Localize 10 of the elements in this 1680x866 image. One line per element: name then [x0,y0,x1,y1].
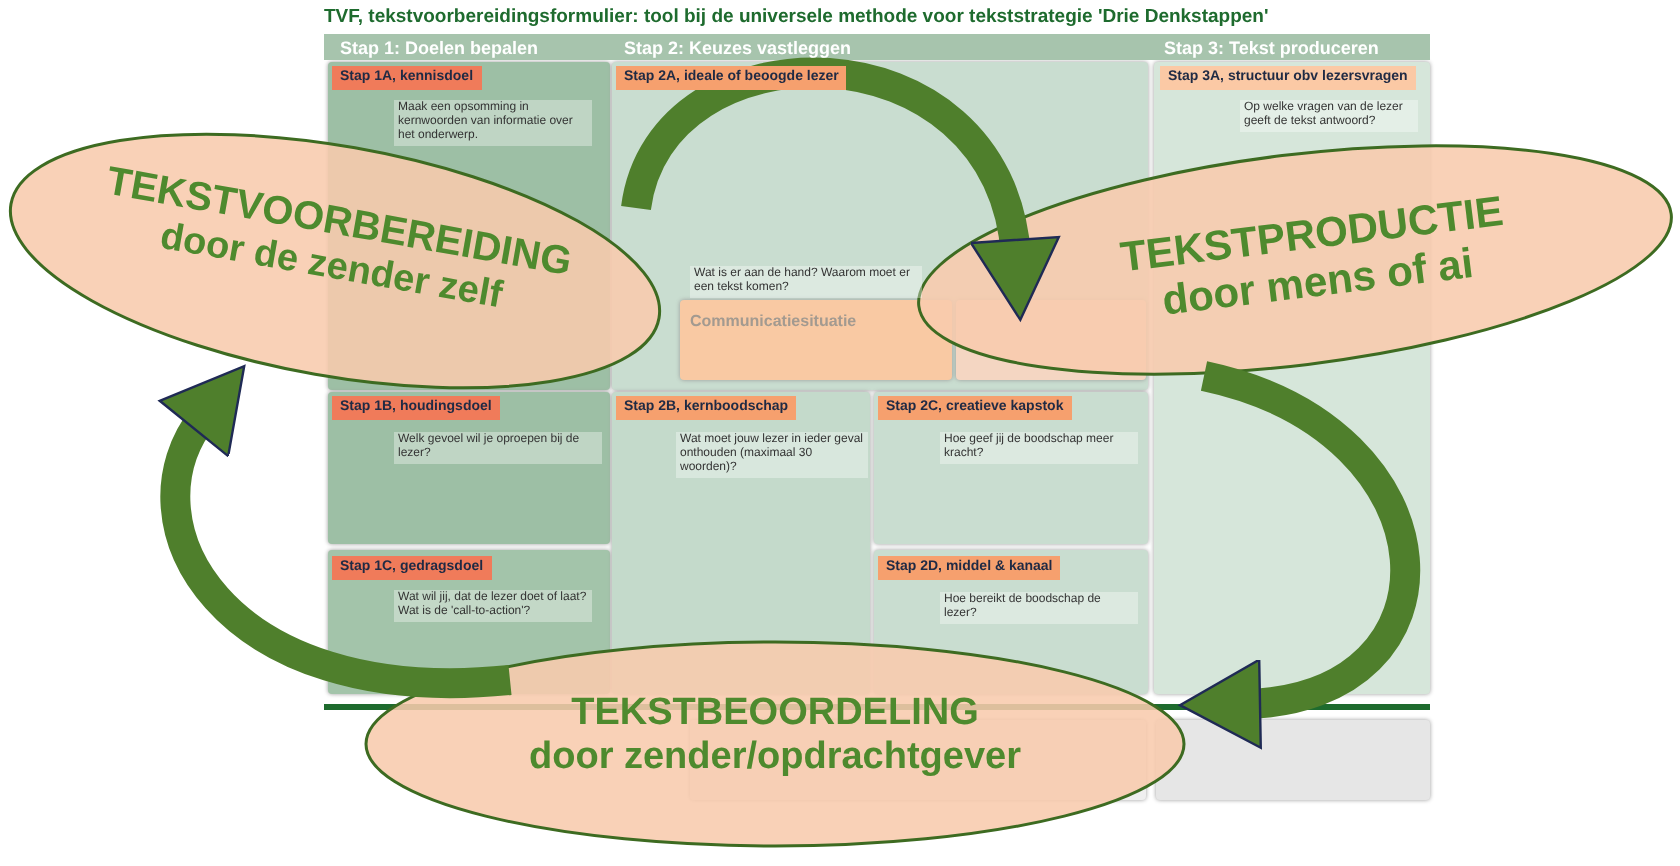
section-heading: Stap 2: Keuzes vastleggen [624,38,852,59]
phase-subtitle: door zender/opdrachtgever [529,736,1021,780]
section-heading: Stap 3: Tekst produceren [1164,38,1379,59]
curved-arrow [1179,361,1420,747]
curved-arrow [157,360,511,698]
form-title: TVF, tekstvoorbereidingsformulier: tool bij de universele methode voor tekststrategie 'Drie Denkstappen' [324,6,1269,28]
section-heading: Stap 1: Doelen bepalen [340,38,539,59]
field-label: Communicatiesituatie [690,312,857,331]
phase-title: TEKSTBEOORDELING [571,692,979,736]
curved-arrow [621,58,1058,321]
